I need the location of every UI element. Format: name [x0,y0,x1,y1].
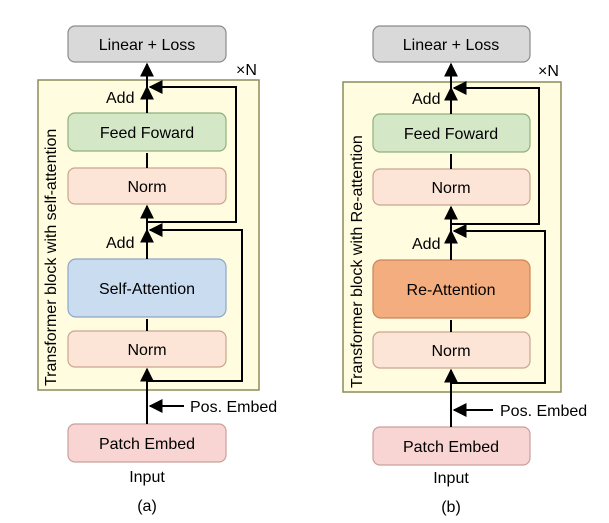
panel-b-input-label: Input [433,470,469,487]
panel-b-caption: (b) [441,499,461,516]
panel-a-add-top-label: Add [106,90,134,107]
panel-b: Transformer block with Re-attention ×N L… [342,25,587,516]
panel-a-side-label: Transformer block with self-attention [43,129,60,386]
panel-a-input-label: Input [129,469,165,486]
panel-a-loss-label: Linear + Loss [99,37,196,54]
panel-b-patch-label: Patch Embed [403,439,499,456]
panel-a: Transformer block with self-attention ×N… [37,25,277,515]
panel-b-add-top-label: Add [412,91,440,108]
panel-b-norm-top-label: Norm [431,180,470,197]
panel-a-loss-box [67,25,227,63]
panel-a-add-bottom-label: Add [106,235,134,252]
panel-b-loss-label: Linear + Loss [403,37,500,54]
panel-b-pos-label: Pos. Embed [500,403,587,420]
panel-b-add-bottom-label: Add [412,236,440,253]
panel-b-connectors [444,62,546,427]
panel-a-repeat-label: ×N [236,62,257,79]
panel-b-attention-label: Re-Attention [407,282,496,299]
panel-a-ff-label: Feed Foward [100,125,194,142]
panel-b-loss-box [372,25,531,63]
panel-a-patch-label: Patch Embed [99,436,195,453]
panel-a-norm-top-label: Norm [127,179,166,196]
panel-b-repeat-label: ×N [538,63,559,80]
panel-a-connectors [140,62,243,424]
panel-a-caption: (a) [137,498,157,515]
panel-a-norm-bottom-label: Norm [127,342,166,359]
panel-b-norm-bottom-label: Norm [431,343,470,360]
panel-b-side-label: Transformer block with Re-attention [349,135,366,388]
panel-a-pos-label: Pos. Embed [190,399,277,416]
panel-a-attention-label: Self-Attention [99,281,195,298]
panel-b-ff-label: Feed Foward [404,126,498,143]
